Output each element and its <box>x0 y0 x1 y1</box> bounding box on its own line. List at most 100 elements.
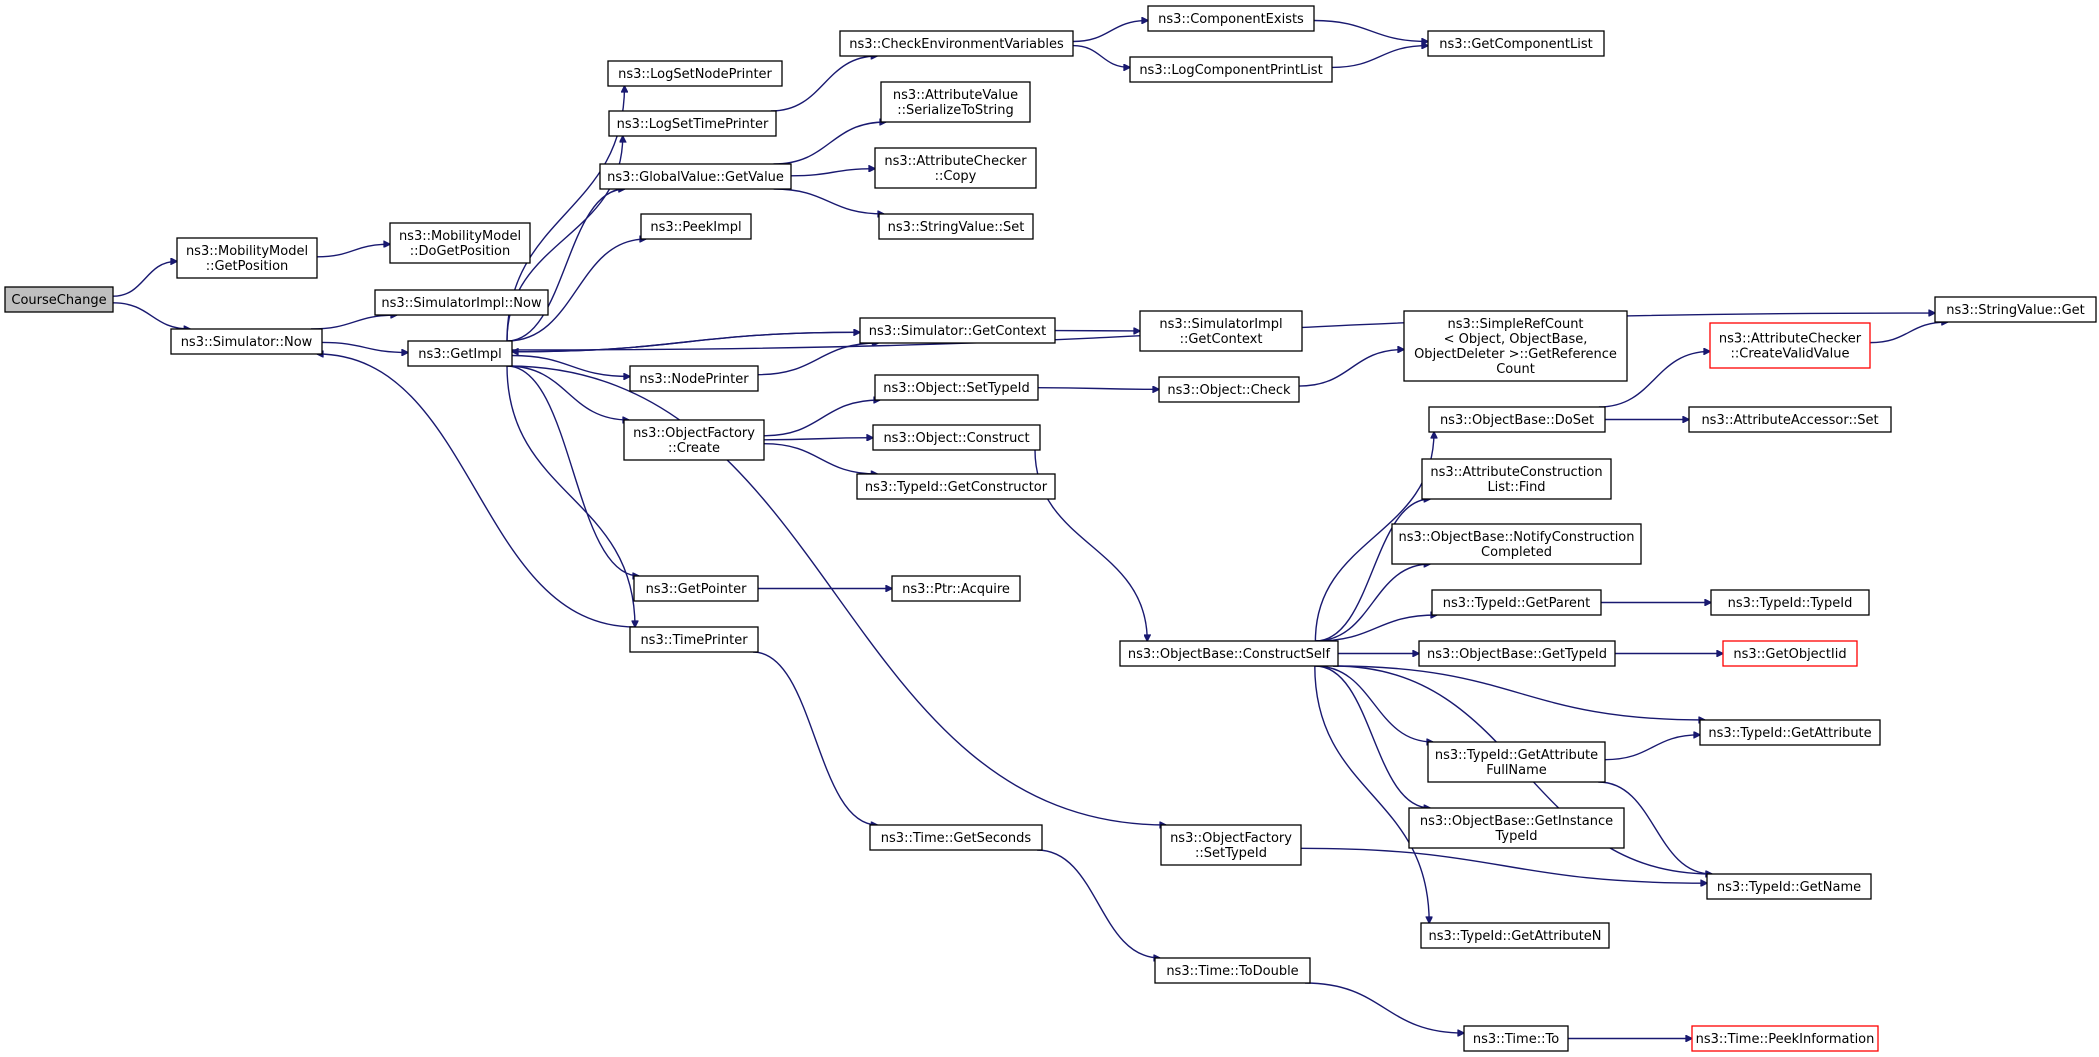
node-box <box>1706 873 1872 900</box>
node-time-printer[interactable]: ns3::TimePrinter <box>629 626 759 653</box>
node-of-set-type-id[interactable]: ns3::ObjectFactory::SetTypeId <box>1160 824 1302 866</box>
node-label: ns3::MobilityModel <box>399 229 521 244</box>
edge-ob-construct-self-to-tid-get-attribute-n <box>1314 665 1429 923</box>
node-label: ns3::Ptr::Acquire <box>902 582 1010 597</box>
edge-get-impl-to-node-printer <box>511 354 630 377</box>
node-label: ns3::LogSetNodePrinter <box>618 67 772 82</box>
node-peek-impl[interactable]: ns3::PeekImpl <box>640 213 752 240</box>
node-check-env[interactable]: ns3::CheckEnvironmentVariables <box>839 30 1074 57</box>
node-sim-get-context[interactable]: ns3::Simulator::GetContext <box>859 317 1056 344</box>
node-log-component-print-list[interactable]: ns3::LogComponentPrintList <box>1129 56 1333 83</box>
node-ptr-acquire[interactable]: ns3::Ptr::Acquire <box>891 575 1021 602</box>
node-tid-get-attribute-n[interactable]: ns3::TypeId::GetAttributeN <box>1420 922 1610 949</box>
node-sim-now[interactable]: ns3::Simulator::Now <box>170 328 323 355</box>
node-label: ns3::GetObjectIid <box>1733 647 1846 662</box>
edge-gv-get-value-to-sv-set <box>773 188 884 214</box>
node-box <box>374 289 549 316</box>
node-log-set-time-printer[interactable]: ns3::LogSetTimePrinter <box>608 110 777 137</box>
edge-ob-construct-self-to-ob-notify <box>1315 564 1430 642</box>
node-label: ns3::TypeId::GetAttribute <box>1435 748 1598 763</box>
node-label: ns3::TypeId::GetConstructor <box>865 480 1048 495</box>
node-course-change[interactable]: CourseChange <box>4 286 114 313</box>
node-tid-type-id[interactable]: ns3::TypeId::TypeId <box>1710 589 1870 616</box>
node-ac-copy[interactable]: ns3::AttributeChecker::Copy <box>874 147 1037 189</box>
node-get-object-iid[interactable]: ns3::GetObjectIid <box>1722 640 1858 667</box>
node-aa-set[interactable]: ns3::AttributeAccessor::Set <box>1688 406 1892 433</box>
node-label: ns3::Time::ToDouble <box>1166 964 1298 979</box>
edge-time-get-seconds-to-time-to-double <box>1036 849 1160 958</box>
node-label: ns3::MobilityModel <box>186 244 308 259</box>
node-gv-get-value[interactable]: ns3::GlobalValue::GetValue <box>599 163 792 190</box>
node-ob-do-set[interactable]: ns3::ObjectBase::DoSet <box>1428 406 1606 433</box>
node-label: ns3::Object::Check <box>1167 383 1291 398</box>
node-sim-impl-now[interactable]: ns3::SimulatorImpl::Now <box>374 289 549 316</box>
node-sim-impl-get-context[interactable]: ns3::SimulatorImpl::GetContext <box>1139 310 1303 352</box>
node-get-component-list[interactable]: ns3::GetComponentList <box>1427 30 1605 57</box>
node-label: CourseChange <box>11 293 106 308</box>
edge-obj-check-to-simple-ref-count <box>1298 349 1404 387</box>
node-time-get-seconds[interactable]: ns3::Time::GetSeconds <box>869 824 1043 851</box>
node-box <box>1934 296 2097 323</box>
edge-time-printer-to-time-get-seconds <box>752 651 877 825</box>
node-label: ns3::Simulator::Now <box>181 335 313 350</box>
node-obj-set-type-id[interactable]: ns3::Object::SetTypeId <box>874 374 1039 401</box>
node-sv-set[interactable]: ns3::StringValue::Set <box>878 213 1034 240</box>
node-label: ns3::LogSetTimePrinter <box>617 117 769 132</box>
node-get-pointer[interactable]: ns3::GetPointer <box>633 575 759 602</box>
node-tid-get-name[interactable]: ns3::TypeId::GetName <box>1706 873 1872 900</box>
node-box <box>633 575 759 602</box>
node-obj-construct[interactable]: ns3::Object::Construct <box>872 424 1041 451</box>
edge-gv-get-value-to-av-serialize <box>773 122 887 165</box>
edge-log-component-print-list-to-get-component-list <box>1331 46 1428 69</box>
node-ob-get-type-id[interactable]: ns3::ObjectBase::GetTypeId <box>1418 640 1616 667</box>
node-box <box>1129 56 1333 83</box>
node-label: ns3::TypeId::GetAttributeN <box>1428 929 1601 944</box>
node-label: ns3::Time::GetSeconds <box>881 831 1032 846</box>
node-label: ns3::ObjectBase::GetTypeId <box>1427 647 1607 662</box>
node-tid-get-parent[interactable]: ns3::TypeId::GetParent <box>1431 589 1602 616</box>
node-mm-get-position[interactable]: ns3::MobilityModel::GetPosition <box>176 237 318 279</box>
node-label: TypeId <box>1495 829 1538 844</box>
edge-ob-construct-self-to-tid-get-attribute <box>1332 665 1705 720</box>
node-box <box>1154 957 1311 984</box>
node-box <box>1391 523 1642 565</box>
node-ob-construct-self[interactable]: ns3::ObjectBase::ConstructSelf <box>1119 640 1339 667</box>
node-simple-ref-count[interactable]: ns3::SimpleRefCount< Object, ObjectBase,… <box>1403 310 1628 382</box>
edge-get-impl-to-gv-get-value <box>506 189 625 342</box>
node-time-peek-info[interactable]: ns3::Time::PeekInformation <box>1691 1025 1879 1052</box>
node-time-to[interactable]: ns3::Time::To <box>1463 1025 1569 1052</box>
edge-node-printer-to-sim-get-context <box>757 343 878 376</box>
node-label: ns3::ObjectBase::DoSet <box>1440 413 1594 428</box>
node-label: ns3::GetComponentList <box>1439 37 1592 52</box>
node-node-printer[interactable]: ns3::NodePrinter <box>629 365 759 392</box>
node-label: ns3::SimulatorImpl::Now <box>381 296 542 311</box>
node-label: ::DoGetPosition <box>410 244 511 259</box>
node-box <box>1420 922 1610 949</box>
node-box <box>640 213 752 240</box>
node-component-exists[interactable]: ns3::ComponentExists <box>1147 5 1315 32</box>
node-log-set-node-printer[interactable]: ns3::LogSetNodePrinter <box>607 60 783 87</box>
node-get-impl[interactable]: ns3::GetImpl <box>407 340 513 367</box>
node-tid-get-constructor[interactable]: ns3::TypeId::GetConstructor <box>856 473 1056 500</box>
node-ac-create-valid-value[interactable]: ns3::AttributeChecker::CreateValidValue <box>1709 322 1871 369</box>
node-box <box>623 419 765 461</box>
node-label: ns3::AttributeChecker <box>884 154 1027 169</box>
node-sv-get[interactable]: ns3::StringValue::Get <box>1934 296 2097 323</box>
node-mm-do-get-position[interactable]: ns3::MobilityModel::DoGetPosition <box>389 222 531 264</box>
node-time-to-double[interactable]: ns3::Time::ToDouble <box>1154 957 1311 984</box>
node-label: List::Find <box>1487 480 1545 495</box>
node-of-create[interactable]: ns3::ObjectFactory::Create <box>623 419 765 461</box>
node-av-serialize[interactable]: ns3::AttributeValue::SerializeToString <box>880 81 1031 123</box>
node-label: ObjectDeleter >::GetReference <box>1414 347 1617 362</box>
edge-ob-do-set-to-ac-create-valid-value <box>1598 351 1710 408</box>
node-box <box>1427 741 1606 783</box>
node-tid-get-attribute[interactable]: ns3::TypeId::GetAttribute <box>1699 719 1881 746</box>
node-ob-notify[interactable]: ns3::ObjectBase::NotifyConstructionCompl… <box>1391 523 1642 565</box>
node-box <box>1463 1025 1569 1052</box>
node-label: FullName <box>1486 763 1547 778</box>
node-obj-check[interactable]: ns3::Object::Check <box>1158 376 1300 403</box>
node-label: ns3::AttributeAccessor::Set <box>1701 413 1878 428</box>
